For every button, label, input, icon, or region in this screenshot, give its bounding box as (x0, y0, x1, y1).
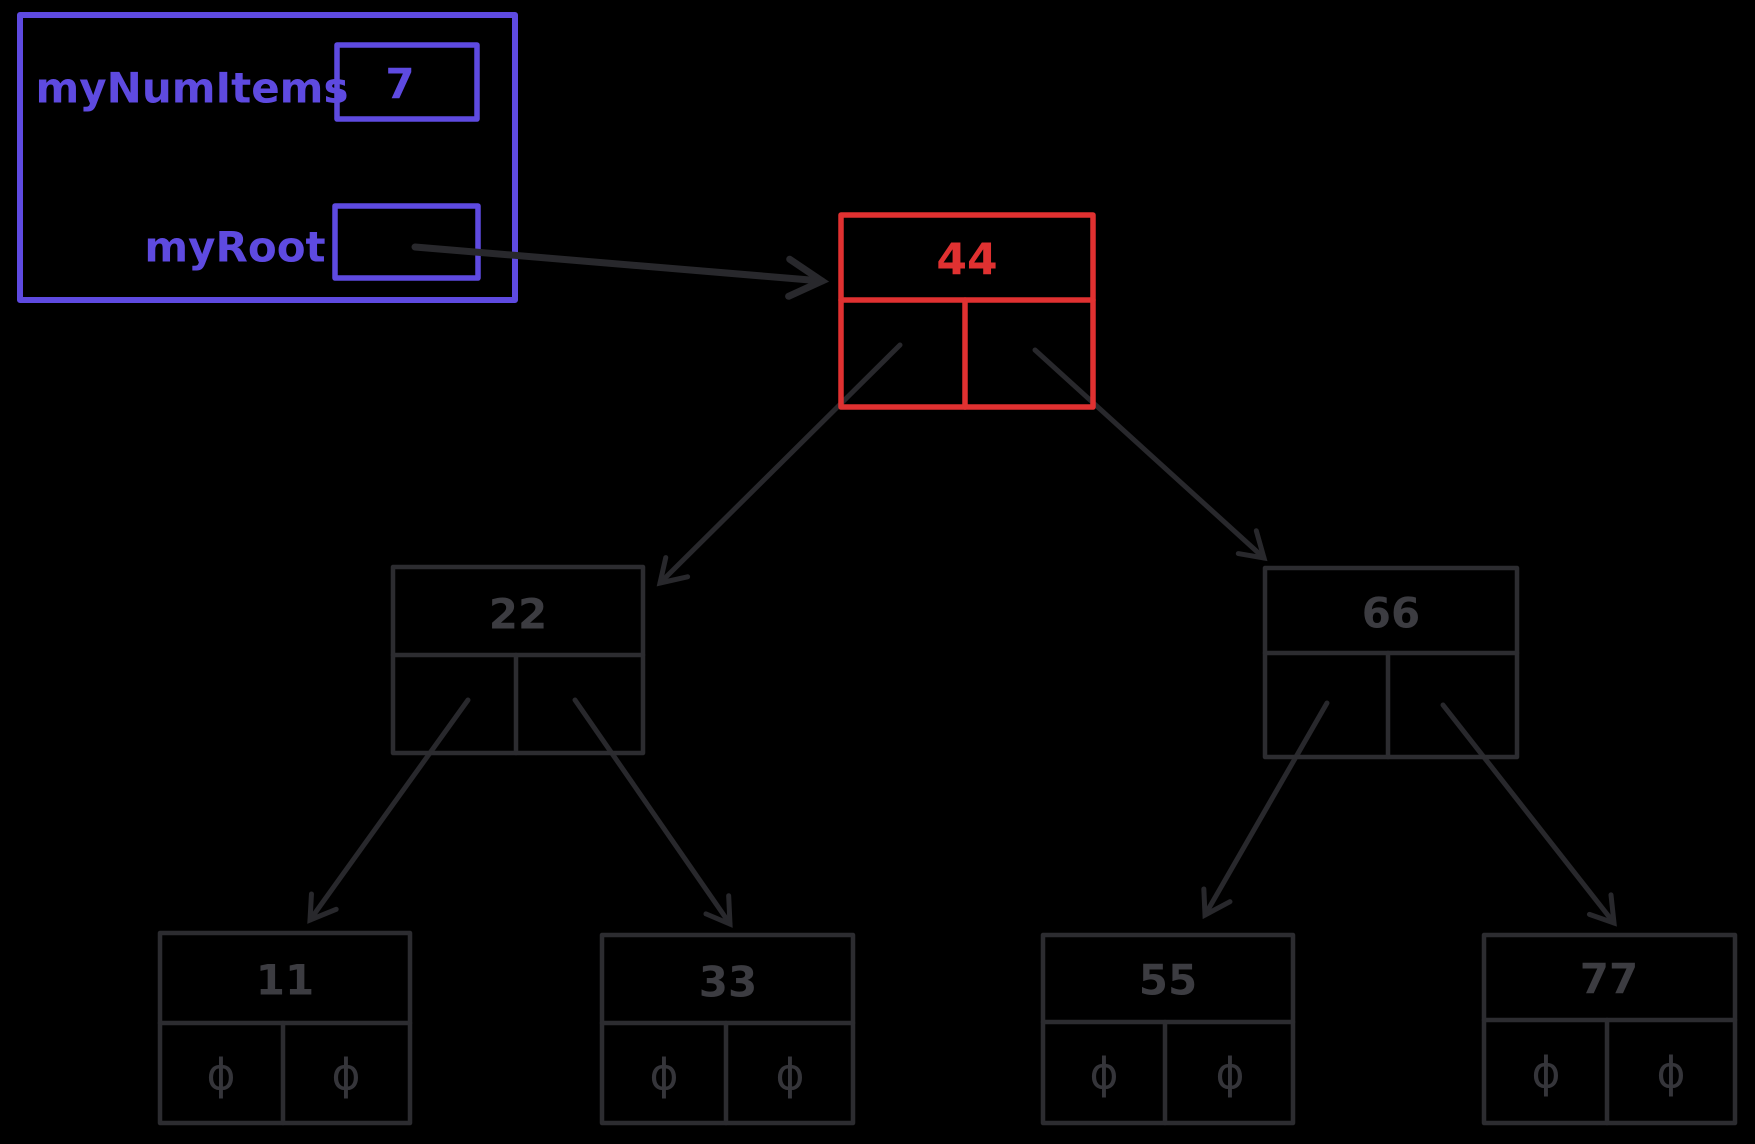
tree-node-44: 44 (838, 212, 1096, 410)
node-11-right-null-icon: ϕ (331, 1050, 360, 1101)
node-11-value: 11 (256, 956, 314, 1005)
variables-box: myNumItems 7 myRoot (17, 12, 518, 303)
tree-node-33: 33 ϕ ϕ (599, 932, 856, 1126)
node-33-right-null-icon: ϕ (775, 1050, 804, 1101)
node-55-value: 55 (1139, 956, 1197, 1005)
tree-node-77: 77 ϕ ϕ (1481, 932, 1738, 1126)
num-items-value: 7 (385, 60, 414, 109)
node-33-value: 33 (699, 958, 757, 1007)
edge-22-11-arrow (307, 697, 471, 924)
num-items-label: myNumItems (36, 64, 349, 113)
node-44-value: 44 (936, 235, 997, 286)
tree-node-11: 11 ϕ ϕ (157, 930, 413, 1126)
tree-node-55: 55 ϕ ϕ (1040, 932, 1296, 1126)
variables-box-outline (17, 12, 518, 303)
node-55-right-null-icon: ϕ (1215, 1049, 1244, 1100)
node-77-box (1481, 932, 1738, 1126)
node-55-left-null-icon: ϕ (1089, 1049, 1118, 1100)
node-22-value: 22 (489, 590, 547, 639)
node-77-value: 77 (1580, 955, 1638, 1004)
node-11-left-null-icon: ϕ (206, 1050, 235, 1101)
root-pointer-box (332, 203, 481, 281)
node-77-left-null-icon: ϕ (1531, 1048, 1560, 1099)
node-55-box (1040, 932, 1296, 1126)
edge-44-66-arrow (1032, 347, 1268, 562)
node-66-value: 66 (1362, 589, 1420, 638)
edge-44-22-arrow (656, 342, 903, 587)
edge-66-77-arrow (1440, 702, 1617, 927)
edge-22-33-arrow (572, 697, 733, 928)
node-33-left-null-icon: ϕ (649, 1050, 678, 1101)
tree-node-66: 66 (1262, 565, 1520, 760)
edge-66-55-arrow (1201, 700, 1330, 920)
node-66-box (1262, 565, 1520, 760)
edge-myroot-44-arrow (411, 243, 830, 300)
node-77-right-null-icon: ϕ (1656, 1048, 1685, 1099)
tree-node-22: 22 (390, 564, 646, 756)
num-items-value-box (334, 42, 480, 122)
root-label: myRoot (144, 223, 325, 272)
